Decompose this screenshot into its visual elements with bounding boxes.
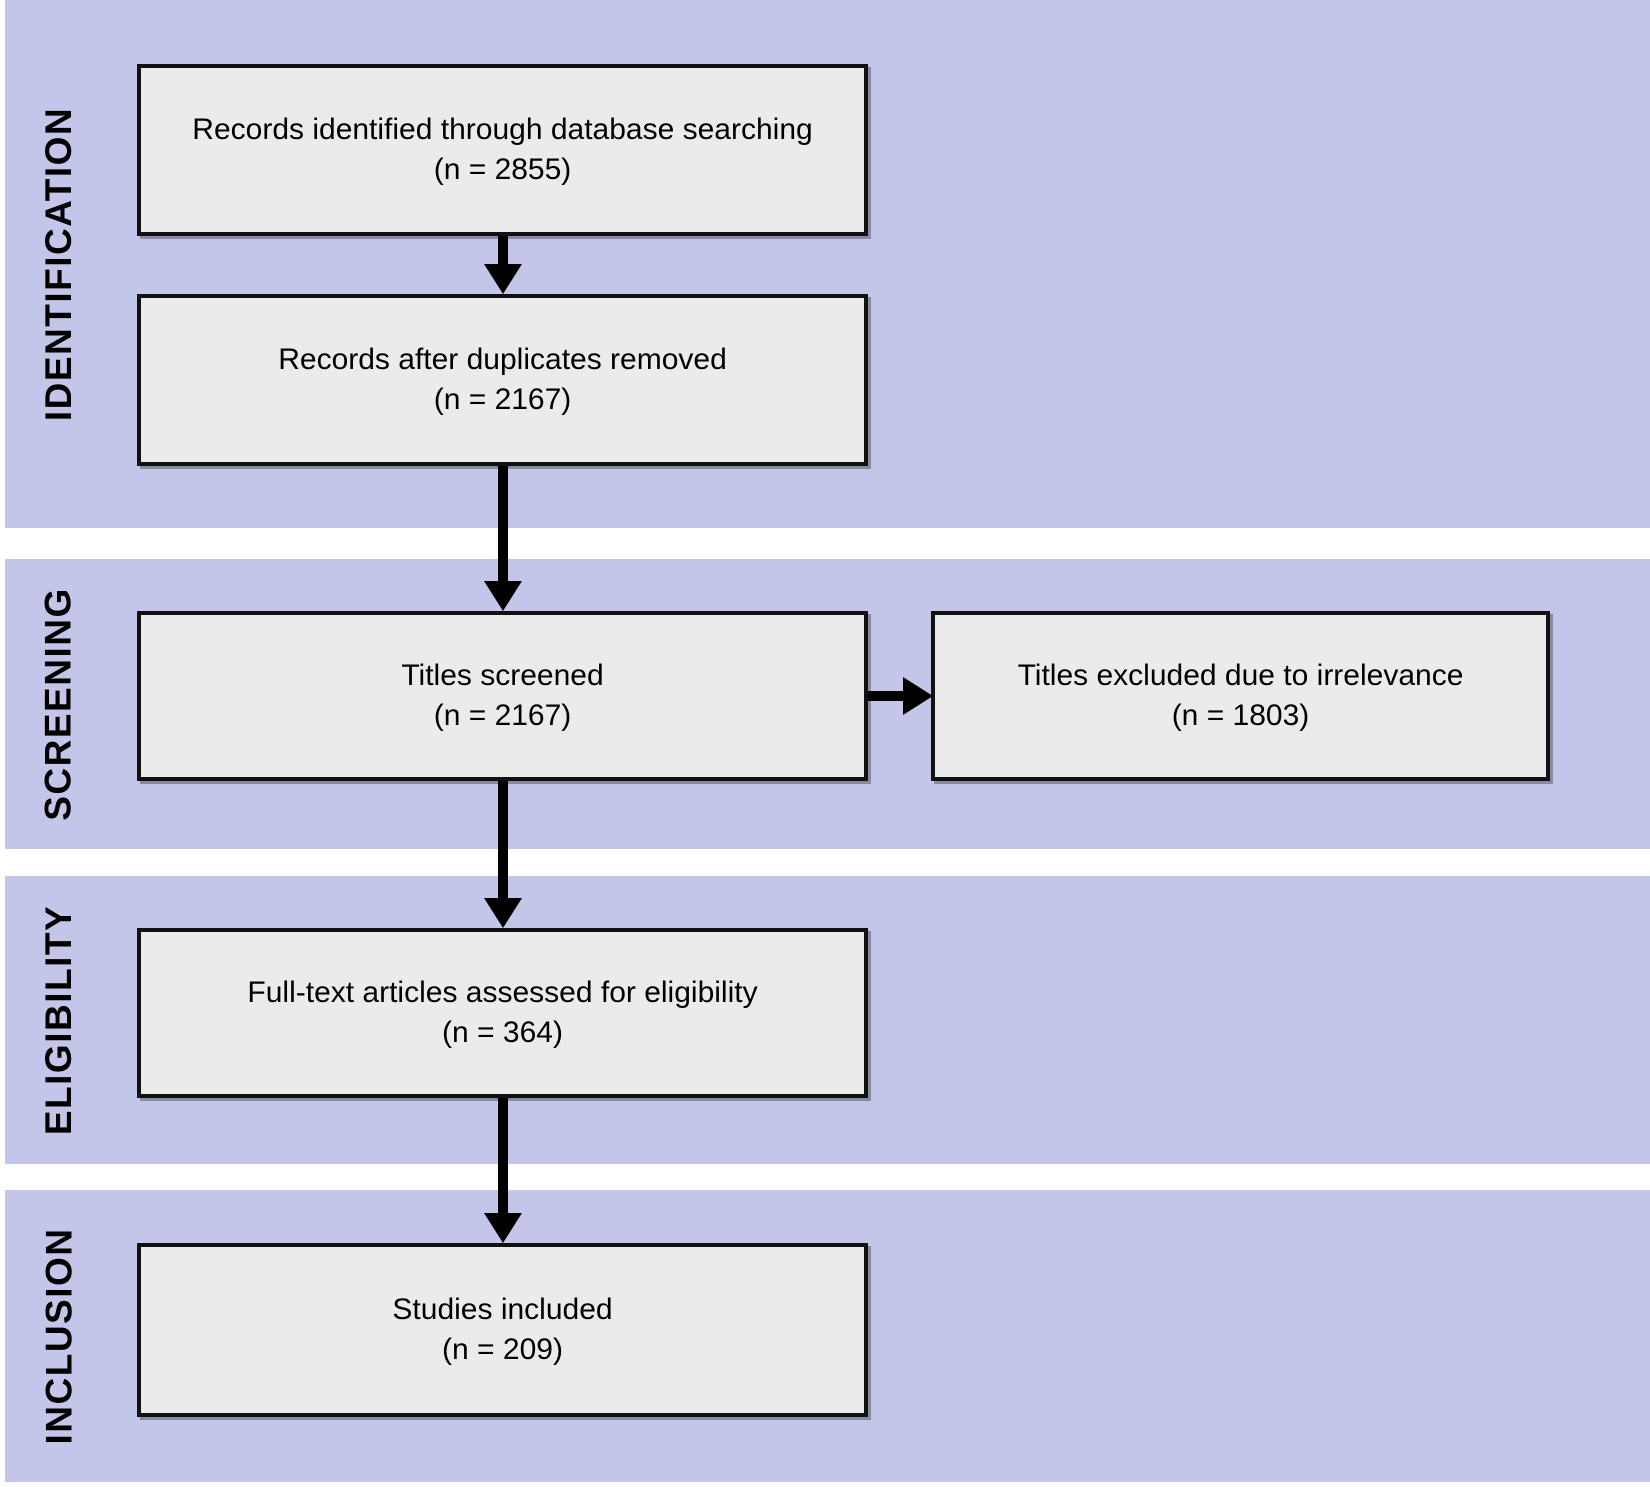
flow-box-records-after-duplicates-line1: Records after duplicates removed <box>278 343 727 377</box>
flow-box-records-identified-line1: Records identified through database sear… <box>192 113 813 147</box>
flow-box-titles-screened-line1: Titles screened <box>401 659 604 693</box>
stage-label-eligibility-text: ELIGIBILITY <box>38 904 79 1136</box>
flow-box-records-after-duplicates: Records after duplicates removed (n = 21… <box>137 294 868 466</box>
stage-label-inclusion-text: INCLUSION <box>38 1227 79 1445</box>
flow-box-titles-screened-line2: (n = 2167) <box>433 699 572 732</box>
stage-label-screening: SCREENING <box>5 559 113 849</box>
flow-box-records-after-duplicates-text: Records after duplicates removed (n = 21… <box>264 340 741 419</box>
stage-label-screening-text: SCREENING <box>38 587 80 821</box>
flow-box-titles-excluded: Titles excluded due to irrelevance (n = … <box>931 611 1550 781</box>
flow-box-records-identified-line2: (n = 2855) <box>433 153 572 186</box>
stage-label-identification-text: IDENTIFICATION <box>38 106 79 422</box>
flow-box-titles-excluded-text: Titles excluded due to irrelevance (n = … <box>1004 656 1478 735</box>
flow-box-titles-screened: Titles screened (n = 2167) <box>137 611 868 781</box>
flow-box-studies-included-line1: Studies included <box>392 1293 613 1327</box>
flow-box-studies-included-text: Studies included (n = 209) <box>378 1290 626 1369</box>
stage-label-identification: IDENTIFICATION <box>5 0 113 528</box>
flow-box-records-identified-text: Records identified through database sear… <box>178 110 826 189</box>
flow-box-titles-excluded-line1: Titles excluded due to irrelevance <box>1017 659 1464 693</box>
stage-label-eligibility: ELIGIBILITY <box>5 876 113 1164</box>
flow-box-records-after-duplicates-line2: (n = 2167) <box>433 383 572 416</box>
stage-label-inclusion: INCLUSION <box>5 1190 113 1482</box>
flow-box-full-text-assessed-text: Full-text articles assessed for eligibil… <box>233 973 771 1052</box>
flow-box-studies-included: Studies included (n = 209) <box>137 1243 868 1417</box>
flow-box-full-text-assessed-line1: Full-text articles assessed for eligibil… <box>247 976 758 1010</box>
flow-box-titles-screened-text: Titles screened (n = 2167) <box>387 656 617 735</box>
flow-box-records-identified: Records identified through database sear… <box>137 64 868 236</box>
flow-box-titles-excluded-line2: (n = 1803) <box>1171 699 1310 732</box>
flow-box-studies-included-line2: (n = 209) <box>442 1333 563 1366</box>
flow-box-full-text-assessed-line2: (n = 364) <box>442 1016 563 1049</box>
flow-box-full-text-assessed: Full-text articles assessed for eligibil… <box>137 928 868 1098</box>
